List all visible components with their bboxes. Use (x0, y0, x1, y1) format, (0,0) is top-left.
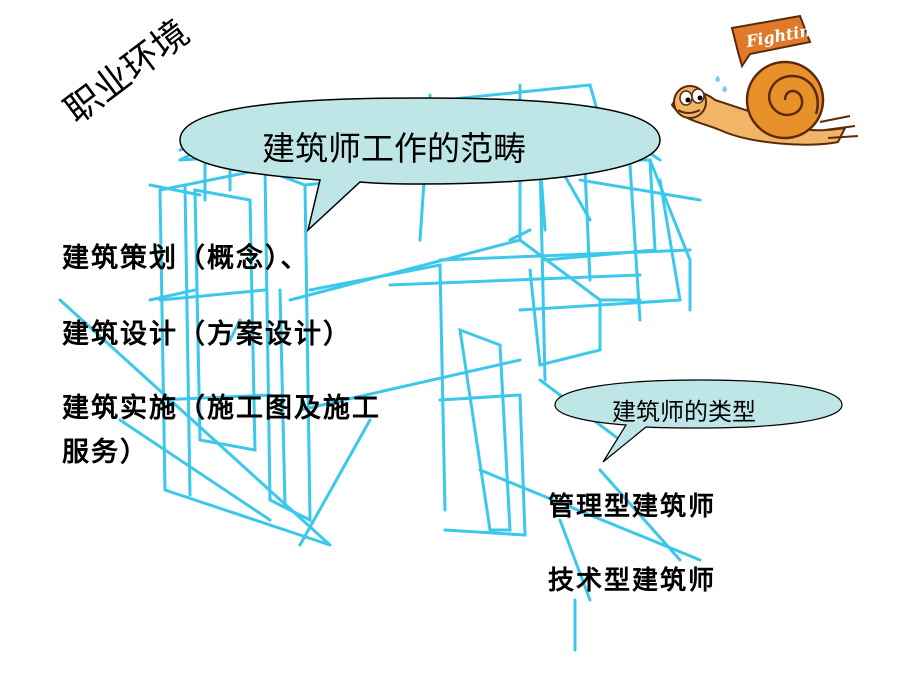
scope-item-implementation: 建筑实施（施工图及施工 (62, 393, 381, 424)
callout-main-text: 建筑师工作的范畴 (262, 129, 526, 168)
type-item-management: 管理型建筑师 (548, 492, 717, 522)
scope-item-implementation-cont: 服务） (62, 437, 149, 468)
fighting-badge: Fighting (730, 14, 823, 69)
scope-item-planning: 建筑策划（概念）、 (62, 243, 310, 274)
snail-mascot-icon: Fighting (670, 14, 859, 146)
scope-item-design: 建筑设计（方案设计） (62, 319, 352, 350)
callout-types-text: 建筑师的类型 (612, 398, 756, 426)
type-item-technical: 技术型建筑师 (548, 566, 717, 596)
